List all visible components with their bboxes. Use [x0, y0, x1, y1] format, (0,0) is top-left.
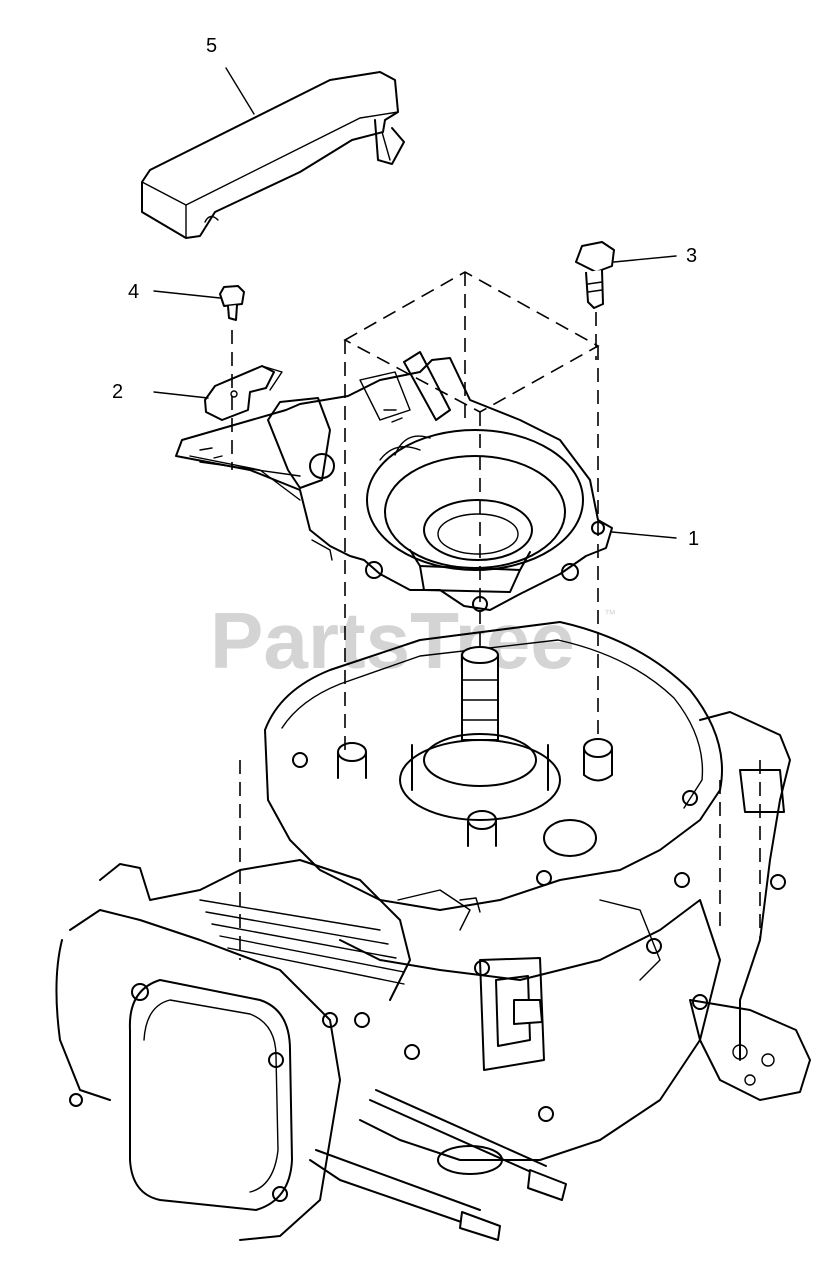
part-3-bolt — [575, 241, 615, 309]
callout-2: 2 — [112, 381, 123, 403]
callout-3: 3 — [686, 245, 697, 267]
callout-1: 1 — [688, 528, 699, 550]
callout-5: 5 — [206, 35, 217, 57]
engine-block — [55, 621, 811, 1241]
watermark-text: PartsTree — [210, 596, 575, 685]
part-5-cover — [141, 71, 405, 239]
callout-leaders — [153, 67, 677, 539]
part-2-clip — [204, 365, 283, 421]
assembly-dashed-lines — [231, 271, 761, 960]
watermark-trademark: ™ — [604, 607, 616, 621]
callout-4: 4 — [128, 281, 139, 303]
callout-labels: 1 2 3 4 5 — [112, 35, 699, 550]
part-4-screw — [219, 285, 245, 321]
watermark: PartsTree ™ — [210, 596, 616, 685]
